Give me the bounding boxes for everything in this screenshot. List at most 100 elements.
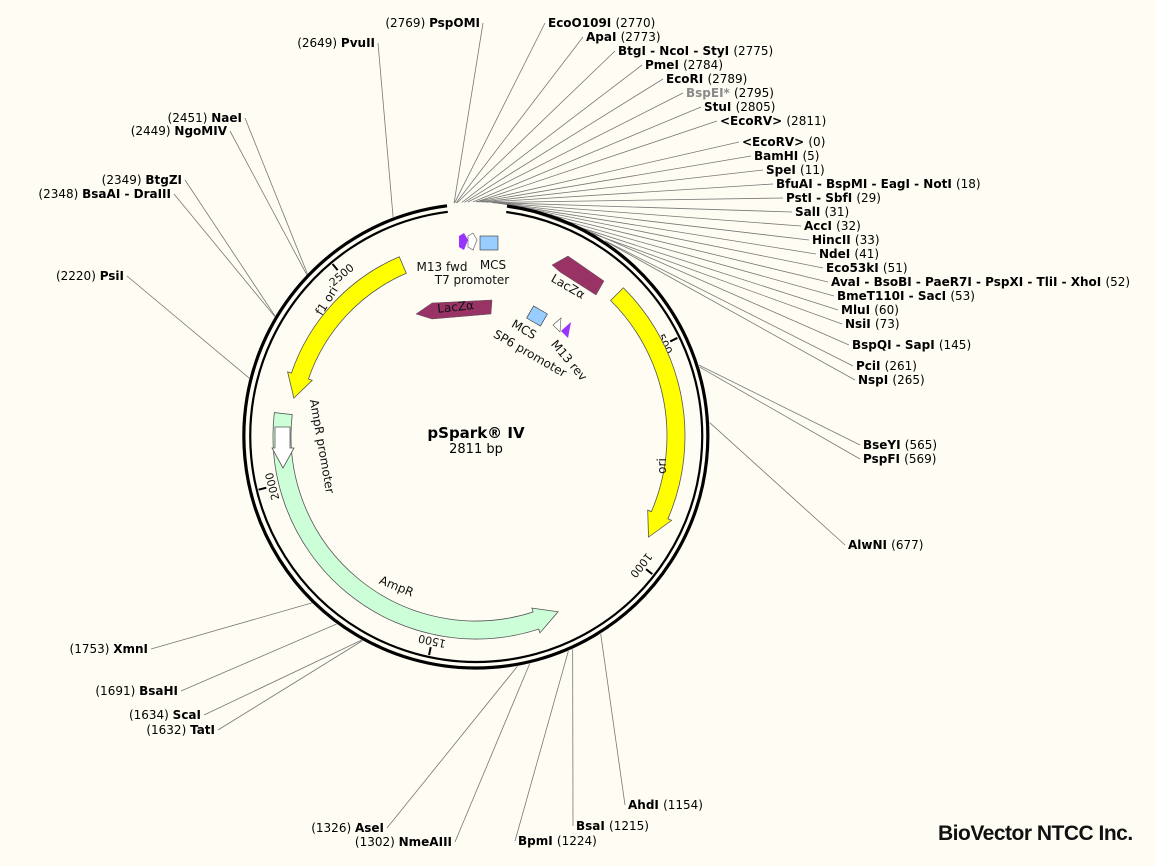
site-position-ahdi: (1154) (663, 798, 703, 812)
site-position-alwni: (677) (891, 538, 923, 552)
site-name-acci: AccI (804, 219, 836, 233)
site-name-sali: SalI (795, 205, 825, 219)
leader-line-ecori (464, 78, 664, 203)
feature-arrow-m13-rev (561, 322, 571, 338)
site-label-bsai: BsaI (1215) (576, 819, 649, 833)
site-name-nmeaiii: NmeAIII (399, 835, 452, 849)
site-name-stui: StuI (704, 100, 736, 114)
feature-box-mcs-top (479, 235, 499, 251)
site-position-bsahi: (1691) (95, 684, 139, 698)
site-label-btgzi: (2349) BtgZI (102, 173, 182, 187)
site-position-bpmi: (1224) (557, 834, 597, 848)
tick-label-1500: 1500 (417, 632, 447, 651)
leader-line-btgi (456, 50, 616, 204)
site-position-bsaai-draiii: (2348) (38, 187, 82, 201)
site-label-nmeaiii: (1302) NmeAIII (355, 835, 452, 849)
site-position-sali: (31) (825, 205, 850, 219)
site-label-psti: PstI - SbfI (29) (786, 191, 881, 205)
feature-label-t7-promoter: T7 promoter (434, 273, 510, 287)
leader-line-xmni (150, 602, 313, 650)
leader-line-hincii (493, 202, 810, 241)
site-position-ecoo109i: (2770) (615, 16, 655, 30)
site-name-btgzi: BtgZI (145, 173, 182, 187)
site-label-asei: (1326) AseI (311, 821, 384, 835)
site-name-bamhi: BamHI (754, 149, 802, 163)
plasmid-size: 2811 bp (449, 442, 503, 457)
site-position-nsii: (73) (875, 317, 900, 331)
leader-line-ndei (497, 202, 817, 255)
site-position-scai: (1634) (129, 708, 173, 722)
site-position-pmei: (2784) (683, 58, 723, 72)
site-label-ahdi: AhdI (1154) (628, 798, 703, 812)
feature-label-ori: ori (655, 458, 669, 474)
site-leader-lines (126, 22, 861, 843)
site-name-ecoo109i: EcoO109I (548, 16, 615, 30)
site-name-hincii: HincII (812, 233, 855, 247)
site-name-ecorv-start: <EcoRV> (742, 135, 808, 149)
feature-arrow-sp6-promoter (552, 317, 562, 333)
site-position-pvuii: (2649) (297, 36, 341, 50)
site-name-xmni: XmnI (113, 642, 148, 656)
site-label-tati: (1632) TatI (146, 723, 215, 737)
leader-line-bamhi (478, 155, 752, 203)
site-position-asei: (1326) (311, 821, 355, 835)
leader-line-acci (492, 202, 802, 227)
site-name-asei: AseI (355, 821, 384, 835)
leader-line-ecorv-start (475, 141, 740, 203)
site-position-spei: (11) (800, 163, 825, 177)
site-name-ngomiv: NgoMIV (174, 124, 227, 138)
feature-label-lacz-inner: LacZα (437, 298, 475, 316)
site-label-hincii: HincII (33) (812, 233, 880, 247)
leader-line-ecorv-end (475, 120, 718, 203)
leader-line-avai (503, 203, 829, 283)
site-position-hincii: (33) (855, 233, 880, 247)
site-label-eco53ki: Eco53kI (51) (826, 261, 908, 275)
leader-line-bseyi (698, 364, 861, 446)
site-position-ndei: (41) (854, 247, 879, 261)
feature-arrow-ampr-promoter (271, 426, 295, 469)
site-position-eco53ki: (51) (883, 261, 908, 275)
site-position-psiI: (2220) (56, 269, 100, 283)
backbone-inner-strand (249, 210, 704, 664)
site-position-bfuai: (18) (956, 177, 981, 191)
site-position-tati: (1632) (146, 723, 190, 737)
tick-mark-500 (669, 337, 678, 343)
site-position-btgzi: (2349) (102, 173, 146, 187)
leader-line-bspqi (550, 213, 850, 346)
site-name-psiI: PsiI (100, 269, 124, 283)
site-label-bseyi: BseYI (565) (863, 438, 937, 452)
site-name-bpmi: BpmI (518, 834, 557, 848)
site-name-nspi: NspI (858, 373, 892, 387)
site-label-acci: AccI (32) (804, 219, 861, 233)
site-name-bspqi: BspQI - SapI (852, 338, 939, 352)
site-label-pspfi: PspFI (569) (863, 452, 936, 466)
site-position-mlui: (60) (874, 303, 899, 317)
site-name-bsai: BsaI (576, 819, 609, 833)
site-label-bmet110i: BmeT110I - SacI (53) (837, 289, 975, 303)
site-name-alwni: AlwNI (848, 538, 891, 552)
leader-line-bfuai (485, 183, 774, 203)
site-label-pmei: PmeI (2784) (645, 58, 723, 72)
site-name-avai: AvaI - BsoBI - PaeR7I - PspXI - TliI - X… (831, 275, 1105, 289)
site-label-spei: SpeI (11) (766, 163, 825, 177)
site-position-nmeaiii: (1302) (355, 835, 399, 849)
site-name-apai: ApaI (586, 30, 621, 44)
leader-line-bsaai-draiii (173, 193, 276, 317)
plasmid-backbone (242, 204, 710, 670)
leader-line-eco53ki (502, 203, 824, 269)
site-name-ndei: NdeI (819, 247, 854, 261)
site-name-tati: TatI (190, 723, 215, 737)
leader-line-ngomiv (229, 130, 308, 275)
tick-mark-1500 (428, 646, 432, 656)
site-label-bsaai-draiii: (2348) BsaAI - DraIII (38, 187, 171, 201)
site-position-xmni: (1753) (70, 642, 114, 656)
feature-box-mcs-bottom (526, 305, 548, 327)
feature-arrow-lacz-inner (415, 299, 493, 320)
leader-line-spei (481, 169, 764, 203)
site-label-avai: AvaI - BsoBI - PaeR7I - PspXI - TliI - X… (831, 275, 1130, 289)
leader-line-pcii (604, 240, 854, 367)
site-name-ahdi: AhdI (628, 798, 663, 812)
feature-arrow-lacz-outer (551, 255, 605, 296)
backbone-outer-strand (242, 204, 710, 670)
site-name-pspomi: PspOMI (429, 16, 480, 30)
